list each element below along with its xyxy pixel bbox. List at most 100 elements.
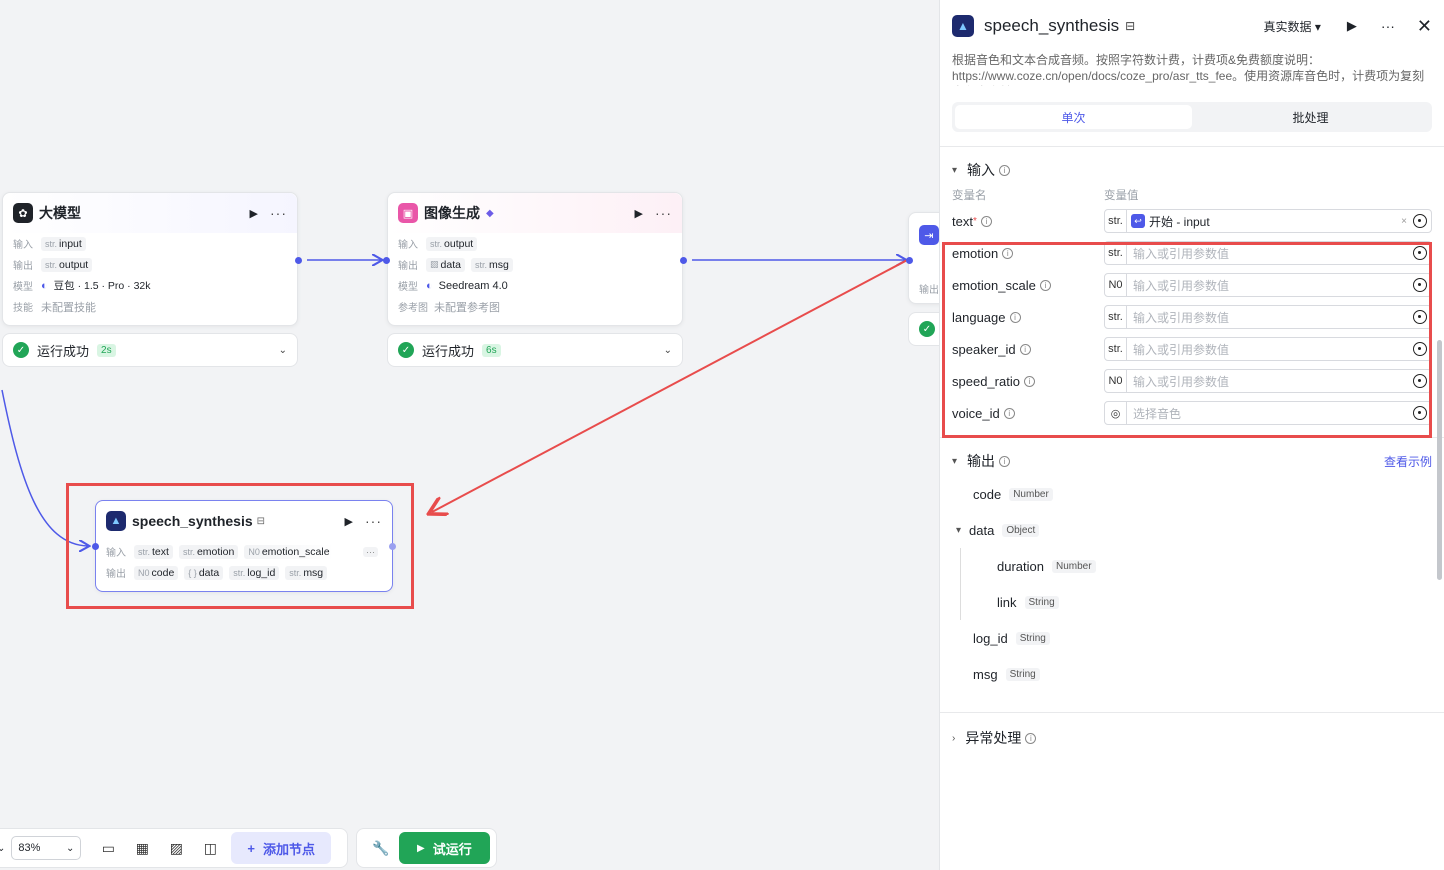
output-port[interactable]	[295, 257, 302, 264]
grid-icon[interactable]: ▦	[135, 839, 149, 856]
play-icon: ▶	[417, 842, 425, 854]
input-port[interactable]	[383, 257, 390, 264]
info-icon: i	[1025, 732, 1037, 744]
status-text: 运行成功	[37, 343, 90, 359]
param-name: text	[952, 213, 973, 229]
input-tag: str.output	[426, 236, 478, 251]
real-data-select[interactable]: 真实数据 ▾	[1263, 19, 1321, 34]
view-example-link[interactable]: 查看示例	[1383, 454, 1432, 469]
chevron-down-icon[interactable]: ⌄	[663, 344, 672, 356]
variable-picker-icon[interactable]	[1413, 310, 1427, 324]
param-value-field[interactable]: str. ↩开始 - input ×	[1104, 209, 1432, 233]
node-speech-synthesis[interactable]: ▲ speech_synthesis ⊟ ▶ ··· 输入 str.text s…	[95, 500, 393, 592]
status-bar[interactable]: ✓ 运行成功 2s ⌄	[2, 333, 298, 367]
speech-node-icon: ⇥	[919, 225, 939, 245]
variable-picker-icon[interactable]	[1413, 374, 1427, 388]
chevron-down-icon[interactable]: ⌄	[278, 344, 287, 356]
more-icon[interactable]: ···	[270, 205, 287, 221]
model-label: 模型	[13, 282, 33, 293]
param-value-field[interactable]: ◎选择音色	[1104, 401, 1432, 425]
output-label: 输出	[919, 285, 939, 296]
param-placeholder: 选择音色	[1133, 406, 1182, 421]
check-icon: ✓	[13, 342, 29, 358]
more-icon[interactable]: ···	[655, 205, 672, 221]
input-port[interactable]	[92, 543, 99, 550]
status-text: 运行成功	[422, 343, 475, 359]
node-speech-partial[interactable]: ⇥ 输出	[908, 212, 940, 304]
check-icon: ✓	[398, 342, 414, 358]
variable-picker-icon[interactable]	[1413, 246, 1427, 260]
chevron-down-icon[interactable]: ⌄	[0, 842, 6, 854]
tab-single[interactable]: 单次	[955, 105, 1192, 129]
input-label: 输入	[398, 240, 418, 251]
input-tag: str.text	[134, 544, 173, 559]
speech-logo-icon: ▲	[106, 511, 126, 531]
output-tag: ▨data	[426, 257, 465, 272]
variable-picker-icon[interactable]	[1413, 214, 1427, 228]
output-port[interactable]	[389, 543, 396, 550]
close-icon[interactable]: ✕	[1416, 15, 1432, 36]
status-bar[interactable]: ✓	[908, 312, 940, 346]
wrench-icon[interactable]: 🔧	[372, 839, 390, 856]
input-label: 输入	[13, 240, 33, 251]
add-node-button[interactable]: +添加节点	[231, 832, 331, 864]
doubao-icon: ◐	[41, 279, 48, 292]
output-port[interactable]	[680, 257, 687, 264]
plugin-badge-icon: ⊟	[256, 515, 266, 527]
status-bar[interactable]: ✓ 运行成功 6s ⌄	[387, 333, 683, 367]
comment-icon[interactable]: ▭	[101, 839, 115, 856]
more-inputs-button[interactable]: ···	[363, 546, 378, 557]
param-value-field[interactable]: str.输入或引用参数值	[1104, 337, 1432, 361]
type-indicator: str.	[1105, 210, 1127, 232]
info-icon: i	[1009, 311, 1021, 323]
plus-icon: +	[247, 840, 255, 856]
param-placeholder: 输入或引用参数值	[1133, 310, 1230, 325]
tab-batch[interactable]: 批处理	[1292, 110, 1329, 125]
play-icon[interactable]: ▶	[1346, 18, 1357, 33]
model-label: 模型	[398, 282, 418, 293]
scrollbar[interactable]	[1437, 340, 1442, 580]
input-tag: str.emotion	[178, 544, 239, 559]
variable-picker-icon[interactable]	[1413, 342, 1427, 356]
param-value-field[interactable]: str.输入或引用参数值	[1104, 305, 1432, 329]
more-icon[interactable]: ···	[1380, 18, 1395, 34]
type-indicator: N0	[1105, 370, 1127, 392]
play-icon[interactable]: ▶	[249, 207, 258, 220]
param-value-field[interactable]: str.输入或引用参数值	[1104, 241, 1432, 265]
more-icon[interactable]: ···	[365, 513, 382, 529]
image-icon[interactable]: ▨	[169, 839, 183, 856]
image-type-icon: ▨	[430, 259, 439, 269]
play-icon[interactable]: ▶	[634, 207, 643, 220]
type-indicator: N0	[1105, 274, 1127, 296]
minimap-icon[interactable]: ◫	[203, 839, 217, 856]
node-title: speech_synthesis	[132, 513, 253, 529]
variable-picker-icon[interactable]	[1413, 278, 1427, 292]
play-icon[interactable]: ▶	[344, 515, 353, 528]
info-icon: i	[999, 164, 1011, 176]
variable-picker-icon[interactable]	[1413, 406, 1427, 420]
panel-header: ▲ speech_synthesis ⊟ 真实数据 ▾ ▶ ··· ✕	[940, 0, 1444, 52]
speech-logo-icon: ▲	[952, 15, 974, 37]
output-label: 输出	[398, 261, 418, 272]
zoom-select[interactable]: 83%⌄	[11, 836, 82, 860]
input-port[interactable]	[906, 257, 913, 264]
clear-icon[interactable]: ×	[1401, 215, 1407, 227]
check-icon: ✓	[919, 321, 935, 337]
trial-run-button[interactable]: ▶试运行	[399, 832, 490, 864]
run-toolbar: 🔧 ▶试运行	[356, 828, 497, 868]
